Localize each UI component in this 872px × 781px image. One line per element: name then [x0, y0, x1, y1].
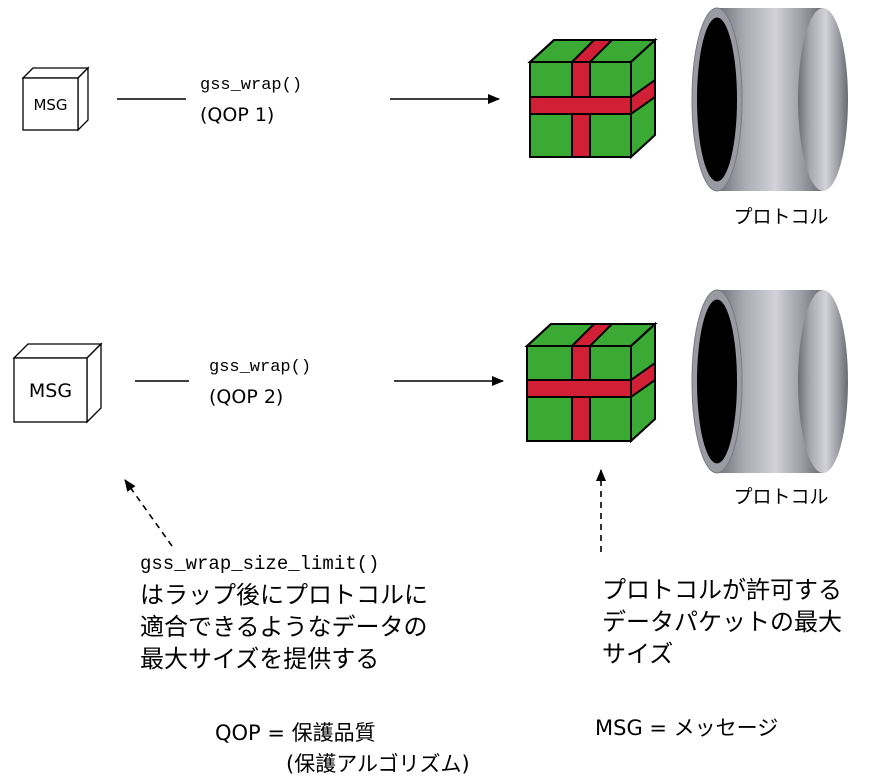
- max-packet-desc-line-1: プロトコルが許可する: [602, 576, 842, 604]
- msg-box-2: MSG: [12, 342, 103, 424]
- gss-wrap-call-1: gss_wrap(): [200, 76, 302, 95]
- protocol-cylinder-1: [691, 7, 848, 192]
- size-limit-desc-line-1: はラップ後にプロトコルに: [140, 581, 428, 609]
- size-limit-dashed-arrow: [124, 479, 173, 547]
- max-packet-desc-line-2: データパケットの最大: [602, 608, 842, 636]
- wrapped-package-2: [524, 321, 658, 444]
- qop-label-2: (QOP 2): [209, 386, 283, 408]
- size-limit-desc-line-3: 最大サイズを提供する: [140, 645, 379, 673]
- size-limit-desc-line-2: 適合できるようなデータの: [140, 613, 428, 641]
- msg-box-1: MSG: [21, 66, 90, 132]
- size-limit-function: gss_wrap_size_limit(): [140, 553, 379, 575]
- legend-qop-line-1: QOP = 保護品質: [215, 721, 376, 745]
- legend-qop-line-2: (保護アルゴリズム): [286, 752, 470, 776]
- max-packet-desc-line-3: サイズ: [602, 640, 673, 668]
- msg-label-1: MSG: [33, 96, 67, 114]
- msg-label-2: MSG: [29, 380, 72, 402]
- protocol-label-1: プロトコル: [733, 206, 828, 228]
- protocol-cylinder-2: [691, 289, 848, 474]
- legend-msg: MSG = メッセージ: [595, 716, 778, 740]
- wrapped-package-1: [527, 37, 658, 160]
- gss-wrap-call-2: gss_wrap(): [209, 358, 311, 377]
- qop-label-1: (QOP 1): [200, 104, 274, 126]
- protocol-label-2: プロトコル: [733, 486, 828, 508]
